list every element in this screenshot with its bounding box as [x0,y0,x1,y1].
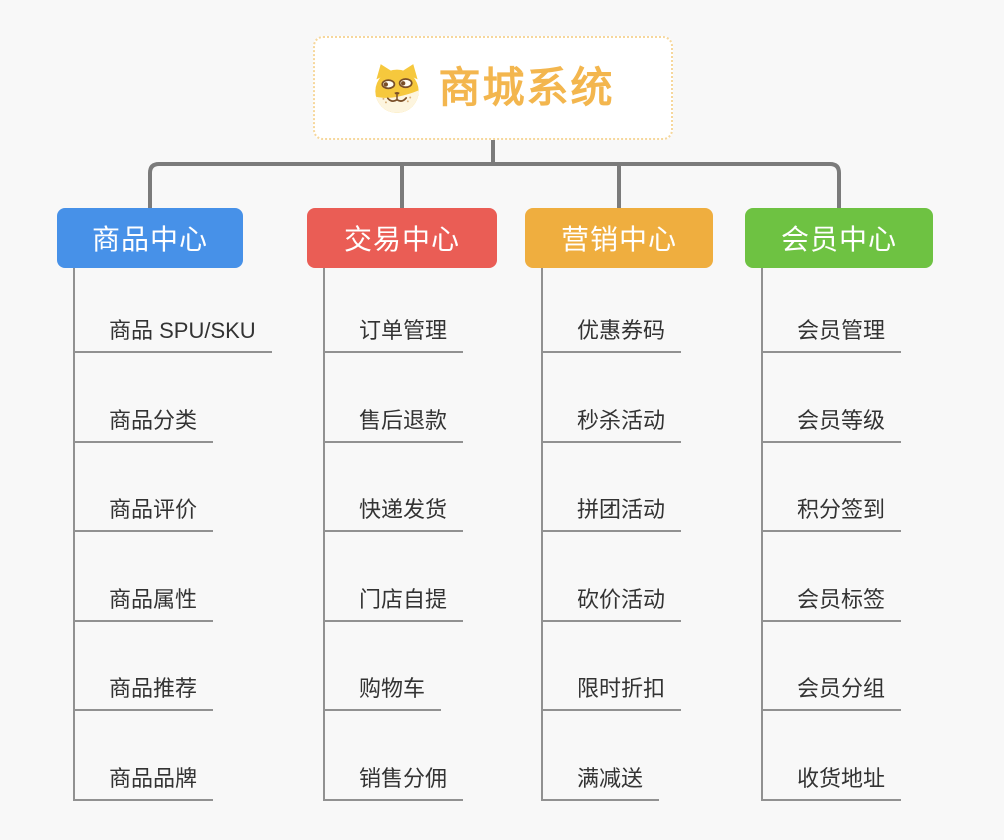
leaf-node[interactable]: 商品品牌 [75,711,214,801]
leaf-node[interactable]: 优惠券码 [543,268,682,353]
doge-icon [371,62,423,114]
leaf-node[interactable]: 订单管理 [325,268,464,353]
leaf-node[interactable]: 商品评价 [75,443,214,532]
leaf-node[interactable]: 售后退款 [325,353,464,443]
branch-items-marketing-center: 优惠券码 秒杀活动 拼团活动 砍价活动 限时折扣 满减送 [541,268,713,801]
branch-node-trade-center[interactable]: 交易中心 [307,208,497,268]
branch-node-marketing-center[interactable]: 营销中心 [525,208,713,268]
leaf-node[interactable]: 会员等级 [763,353,902,443]
leaf-node[interactable]: 砍价活动 [543,532,682,622]
leaf-node[interactable]: 商品属性 [75,532,214,622]
leaf-node[interactable]: 会员分组 [763,622,902,711]
branch-items-member-center: 会员管理 会员等级 积分签到 会员标签 会员分组 收货地址 [761,268,933,801]
leaf-node[interactable]: 满减送 [543,711,660,801]
leaf-node[interactable]: 会员管理 [763,268,902,353]
branch-member-center: 会员中心 会员管理 会员等级 积分签到 会员标签 会员分组 收货地址 [745,208,933,801]
branch-marketing-center: 营销中心 优惠券码 秒杀活动 拼团活动 砍价活动 限时折扣 满减送 [525,208,713,801]
leaf-node[interactable]: 收货地址 [763,711,902,801]
branch-product-center: 商品中心 商品 SPU/SKU 商品分类 商品评价 商品属性 商品推荐 商品品牌 [57,208,272,801]
root-title: 商城系统 [438,64,615,111]
leaf-node[interactable]: 会员标签 [763,532,902,622]
branch-node-member-center[interactable]: 会员中心 [745,208,933,268]
leaf-node[interactable]: 快递发货 [325,443,464,532]
leaf-node[interactable]: 商品 SPU/SKU [75,268,272,353]
branch-items-trade-center: 订单管理 售后退款 快递发货 门店自提 购物车 销售分佣 [323,268,497,801]
leaf-node[interactable]: 购物车 [325,622,442,711]
branch-trade-center: 交易中心 订单管理 售后退款 快递发货 门店自提 购物车 销售分佣 [307,208,497,801]
branch-node-product-center[interactable]: 商品中心 [57,208,243,268]
leaf-node[interactable]: 秒杀活动 [543,353,682,443]
leaf-node[interactable]: 销售分佣 [325,711,464,801]
branch-items-product-center: 商品 SPU/SKU 商品分类 商品评价 商品属性 商品推荐 商品品牌 [73,268,272,801]
leaf-node[interactable]: 门店自提 [325,532,464,622]
leaf-node[interactable]: 限时折扣 [543,622,682,711]
leaf-node[interactable]: 商品推荐 [75,622,214,711]
leaf-node[interactable]: 拼团活动 [543,443,682,532]
leaf-node[interactable]: 积分签到 [763,443,902,532]
root-node[interactable]: 商城系统 [313,36,673,140]
leaf-node[interactable]: 商品分类 [75,353,214,443]
